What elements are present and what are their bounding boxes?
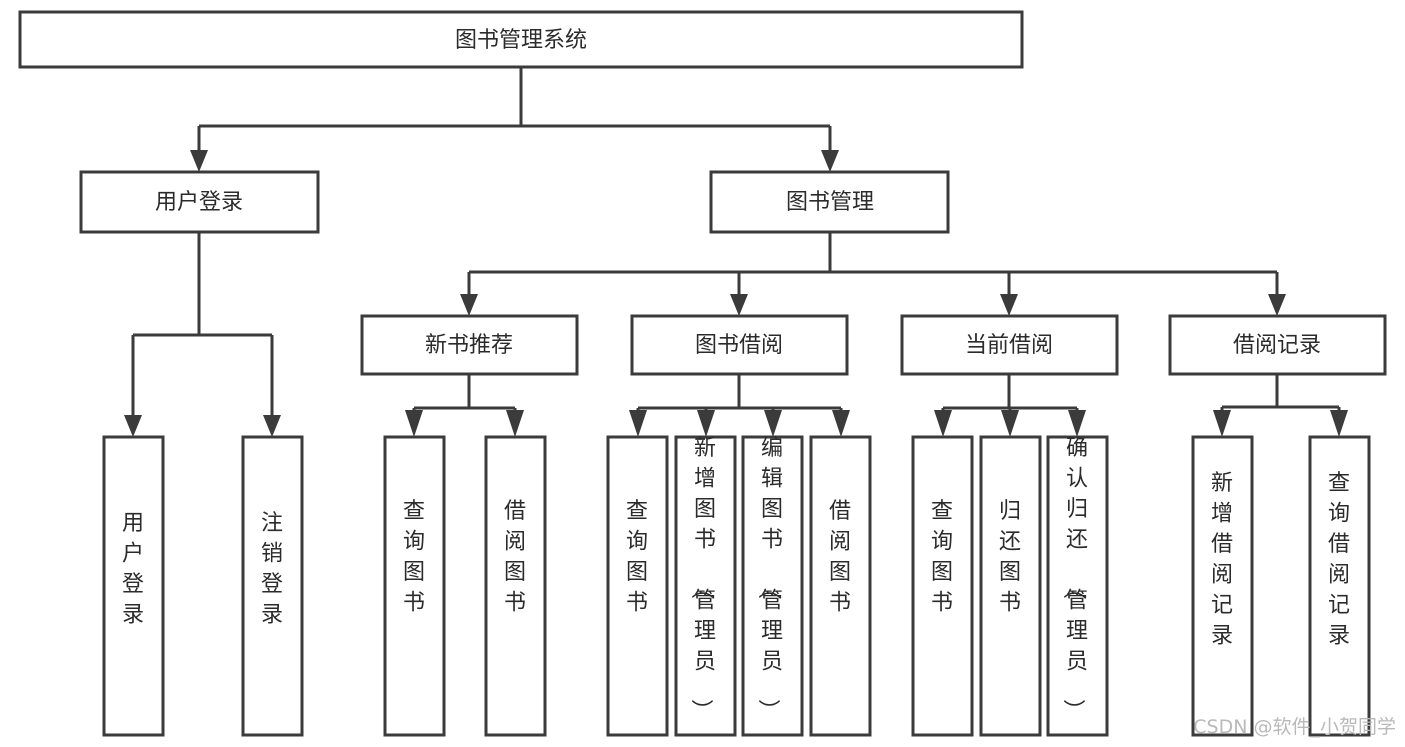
connector-group-book-borrow — [629, 374, 850, 437]
arrow-head-book-borrow-leaf-1 — [629, 410, 647, 437]
leaf-label: 查询借阅记录 — [1328, 471, 1350, 649]
arrow-head-user-login — [190, 150, 208, 172]
node-user-login-box[interactable] — [79, 170, 320, 234]
leaf-label: 用户登录 — [122, 511, 144, 628]
leaf-box[interactable] — [383, 435, 446, 737]
leaf-label: 编辑图书（管理员） — [755, 436, 783, 721]
leaf-label: 查询图书 — [626, 499, 648, 616]
node-borrow-record[interactable]: 借阅记录 — [1168, 314, 1387, 376]
leaf-box[interactable] — [809, 435, 872, 737]
leaf-node-record-add[interactable]: 新增借阅记录 — [1191, 435, 1254, 737]
leaf-box[interactable] — [1046, 435, 1109, 737]
leaf-box[interactable] — [484, 435, 547, 737]
connector-group-current-borrow — [934, 374, 1086, 437]
leaf-box[interactable] — [741, 435, 804, 737]
arrow-head-user-login-leaf-1 — [124, 415, 142, 437]
leaf-node-borrow-edit-book[interactable]: 编辑图书（管理员） — [741, 435, 804, 737]
leaf-box[interactable] — [241, 435, 304, 737]
node-book-borrow-box[interactable] — [630, 314, 849, 376]
leaf-node-borrow-borrow-book[interactable]: 借阅图书 — [809, 435, 872, 737]
leaf-label: 借阅图书 — [829, 499, 851, 616]
leaf-node-user-login-logout[interactable]: 注销登录 — [241, 435, 304, 737]
leaf-box[interactable] — [1308, 435, 1371, 737]
leaf-node-new-book-query[interactable]: 查询图书 — [383, 435, 446, 737]
leaf-box[interactable] — [1191, 435, 1254, 737]
arrow-head-book-borrow-leaf-3 — [764, 410, 782, 437]
arrow-head-current-borrow-leaf-2 — [1001, 410, 1019, 437]
arrow-head-current-borrow-leaf-1 — [934, 410, 952, 437]
node-book-borrow-label: 图书借阅 — [695, 333, 783, 358]
arrow-head-new-book — [460, 294, 478, 316]
node-root-book-management-system[interactable]: 图书管理系统 — [18, 10, 1024, 69]
arrow-head-book-mgmt — [821, 150, 839, 172]
connector-group-user-login — [124, 232, 281, 437]
node-book-borrow[interactable]: 图书借阅 — [630, 314, 849, 376]
arrow-head-new-book-leaf-2 — [506, 410, 524, 437]
leaf-label: 查询图书 — [403, 499, 425, 616]
watermark-label: CSDN @软件_小贺同学 — [1193, 716, 1396, 738]
connector-group-root — [190, 67, 839, 172]
arrow-head-user-login-leaf-2 — [263, 415, 281, 437]
node-book-management[interactable]: 图书管理 — [709, 170, 950, 234]
connector-group-borrow-record — [1213, 374, 1348, 437]
node-new-book-recommend-label: 新书推荐 — [425, 333, 513, 358]
node-book-management-box[interactable] — [709, 170, 950, 234]
leaf-box[interactable] — [911, 435, 974, 737]
connector-group-new-book — [405, 374, 524, 437]
leaf-label: 新增图书（管理员） — [688, 436, 716, 721]
connector-group-book-mgmt — [460, 232, 1286, 316]
leaf-node-borrow-add-book[interactable]: 新增图书（管理员） — [674, 435, 737, 737]
arrow-head-book-borrow-leaf-4 — [832, 410, 850, 437]
leaf-box[interactable] — [674, 435, 737, 737]
node-root-label: 图书管理系统 — [455, 28, 587, 53]
node-new-book-recommend[interactable]: 新书推荐 — [360, 314, 579, 376]
leaf-node-current-confirm-return[interactable]: 确认归还（管理员） — [1046, 435, 1109, 737]
node-user-login[interactable]: 用户登录 — [79, 170, 320, 234]
leaf-label: 确认归还（管理员） — [1060, 436, 1088, 721]
node-new-book-recommend-box[interactable] — [360, 314, 579, 376]
leaf-node-current-query-book[interactable]: 查询图书 — [911, 435, 974, 737]
arrow-head-book-borrow — [730, 294, 748, 316]
leaf-node-current-return-book[interactable]: 归还图书 — [979, 435, 1042, 737]
leaf-label: 借阅图书 — [504, 499, 526, 616]
leaf-label: 查询图书 — [931, 499, 953, 616]
node-current-borrow-label: 当前借阅 — [965, 333, 1053, 358]
node-user-login-label: 用户登录 — [155, 190, 243, 215]
arrow-head-current-borrow-leaf-3 — [1068, 410, 1086, 437]
arrow-head-borrow-record-leaf-2 — [1330, 410, 1348, 437]
leaf-label: 注销登录 — [261, 511, 283, 628]
arrow-head-current-borrow — [1000, 294, 1018, 316]
leaf-node-borrow-query-book[interactable]: 查询图书 — [606, 435, 669, 737]
leaf-label: 归还图书 — [999, 499, 1021, 616]
node-current-borrow-box[interactable] — [900, 314, 1119, 376]
leaf-node-user-login-login[interactable]: 用户登录 — [102, 435, 165, 737]
node-root-box[interactable] — [18, 10, 1024, 69]
node-book-management-label: 图书管理 — [786, 190, 874, 215]
node-current-borrow[interactable]: 当前借阅 — [900, 314, 1119, 376]
leaf-box[interactable] — [979, 435, 1042, 737]
node-borrow-record-label: 借阅记录 — [1233, 333, 1321, 358]
arrow-head-book-borrow-leaf-2 — [697, 410, 715, 437]
leaf-node-new-book-borrow[interactable]: 借阅图书 — [484, 435, 547, 737]
arrow-head-borrow-record-leaf-1 — [1213, 410, 1231, 437]
leaf-label: 新增借阅记录 — [1211, 471, 1233, 649]
arrow-head-new-book-leaf-1 — [405, 410, 423, 437]
arrow-head-borrow-record — [1268, 294, 1286, 316]
node-borrow-record-box[interactable] — [1168, 314, 1387, 376]
leaf-box[interactable] — [606, 435, 669, 737]
leaf-box[interactable] — [102, 435, 165, 737]
leaf-node-record-query[interactable]: 查询借阅记录 — [1308, 435, 1371, 737]
